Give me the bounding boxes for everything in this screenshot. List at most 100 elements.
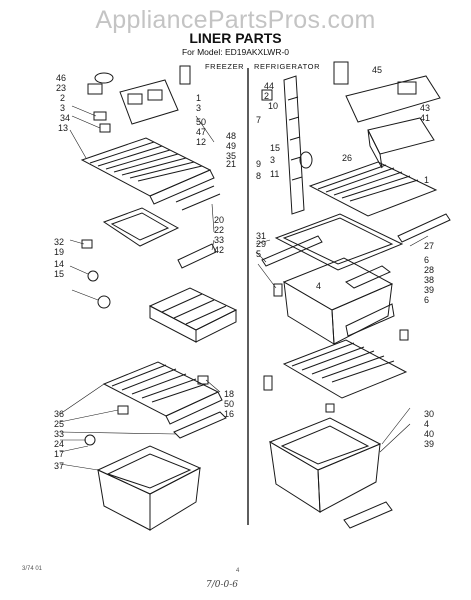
upper-wire-shelf <box>80 137 212 197</box>
callout-number: 37 <box>54 461 65 471</box>
callout-number: 15 <box>270 143 281 153</box>
callout-number: 34 <box>60 113 71 123</box>
crisper-cover-frame <box>345 265 391 289</box>
bracket <box>333 61 349 85</box>
shelf-support <box>181 193 221 211</box>
roller <box>84 434 96 446</box>
refrigerator-section-label: REFRIGERATOR <box>254 62 321 71</box>
shelf-support <box>173 411 227 439</box>
lamp-socket <box>94 72 114 84</box>
control-dial <box>127 93 143 105</box>
callout-number: 22 <box>214 225 225 235</box>
freezer-basket <box>96 445 202 495</box>
clip <box>81 239 93 249</box>
lamp-socket <box>261 89 273 101</box>
shelf-rail <box>149 169 215 205</box>
knob <box>97 295 111 309</box>
clip <box>197 375 209 385</box>
callout-number: 40 <box>424 429 435 439</box>
clip <box>117 405 129 415</box>
callout-number: 41 <box>420 113 431 123</box>
callout-number: 33 <box>54 429 65 439</box>
callout-number: 2 <box>264 91 270 101</box>
callout-number: 28 <box>424 265 435 275</box>
callout-number: 3 <box>270 155 276 165</box>
callout-number: 8 <box>256 171 262 181</box>
callout-number: 20 <box>214 215 225 225</box>
model-subtitle: For Model: ED19AKXLWR-0 <box>181 47 290 57</box>
callout-number: 9 <box>256 159 262 169</box>
callout-number: 39 <box>424 439 435 449</box>
callout-number: 44 <box>264 81 275 91</box>
roller <box>87 270 99 282</box>
glass-shelf-upper <box>308 161 438 217</box>
callout-number: 21 <box>226 159 237 169</box>
callout-number: 50 <box>196 117 207 127</box>
bracket <box>273 283 283 297</box>
callout-number: 24 <box>54 439 65 449</box>
callout-number: 25 <box>54 419 65 429</box>
callout-number: 26 <box>342 153 353 163</box>
freezer-section-label: FREEZER <box>205 62 245 71</box>
callout-number: 2 <box>60 93 66 103</box>
callout-number: 43 <box>420 103 431 113</box>
callout-number: 6 <box>424 255 430 265</box>
callout-number: 13 <box>58 123 69 133</box>
callout-number: 11 <box>270 169 280 179</box>
callout-number: 42 <box>214 245 225 255</box>
callout-number: 3 <box>196 103 202 113</box>
glass-shelf-middle <box>274 213 404 271</box>
callout-number: 49 <box>226 141 237 151</box>
callout-number: 39 <box>424 285 435 295</box>
shelf-support <box>175 185 215 203</box>
lower-wire-shelf <box>102 361 220 417</box>
callout-number: 4 <box>424 419 430 429</box>
callout-number: 46 <box>56 73 67 83</box>
callout-number: 38 <box>424 275 435 285</box>
callout-number: 30 <box>424 409 435 419</box>
callout-number: 12 <box>196 137 207 147</box>
page-title: LINER PARTS <box>189 30 282 46</box>
refrigerator-parts <box>261 61 451 529</box>
callout-number: 50 <box>224 399 235 409</box>
callout-number: 23 <box>56 83 67 93</box>
callout-number: 18 <box>224 389 235 399</box>
callout-number: 6 <box>424 295 430 305</box>
callout-number: 47 <box>196 127 207 137</box>
shelf-trim <box>397 213 451 243</box>
callout-number: 15 <box>54 269 65 279</box>
pan-slide <box>343 501 393 529</box>
shelf-trim <box>261 235 323 267</box>
clip <box>325 403 335 413</box>
callout-number: 35 <box>226 151 237 161</box>
control-panel <box>119 79 179 125</box>
callout-number: 19 <box>54 247 65 257</box>
callout-number: 45 <box>372 65 383 75</box>
ice-tray <box>102 207 180 247</box>
control-knob <box>397 81 417 95</box>
meat-keeper <box>367 117 435 155</box>
bracket <box>263 375 273 391</box>
callout-number: 1 <box>196 93 202 103</box>
callout-number: 48 <box>226 131 237 141</box>
callout-number: 17 <box>54 449 65 459</box>
shelf-ladder <box>283 75 305 215</box>
shelf-clip <box>99 123 111 133</box>
bulb <box>299 151 313 169</box>
watermark: AppliancePartsPros.com <box>95 6 376 34</box>
freezer-parts <box>80 65 238 531</box>
shelf-rail <box>165 391 223 425</box>
leader-lines <box>59 105 429 471</box>
callout-number: 1 <box>424 175 430 185</box>
crisper-cover <box>282 339 408 399</box>
callout-number: 33 <box>214 235 225 245</box>
callout-number: 5 <box>256 249 262 259</box>
callout-number: 31 <box>256 231 267 241</box>
clip <box>399 329 409 341</box>
drawing-code: 3/74 01 <box>22 566 43 572</box>
callout-number: 27 <box>424 241 435 251</box>
control-dial <box>147 89 163 101</box>
callout-number: 36 <box>54 409 65 419</box>
